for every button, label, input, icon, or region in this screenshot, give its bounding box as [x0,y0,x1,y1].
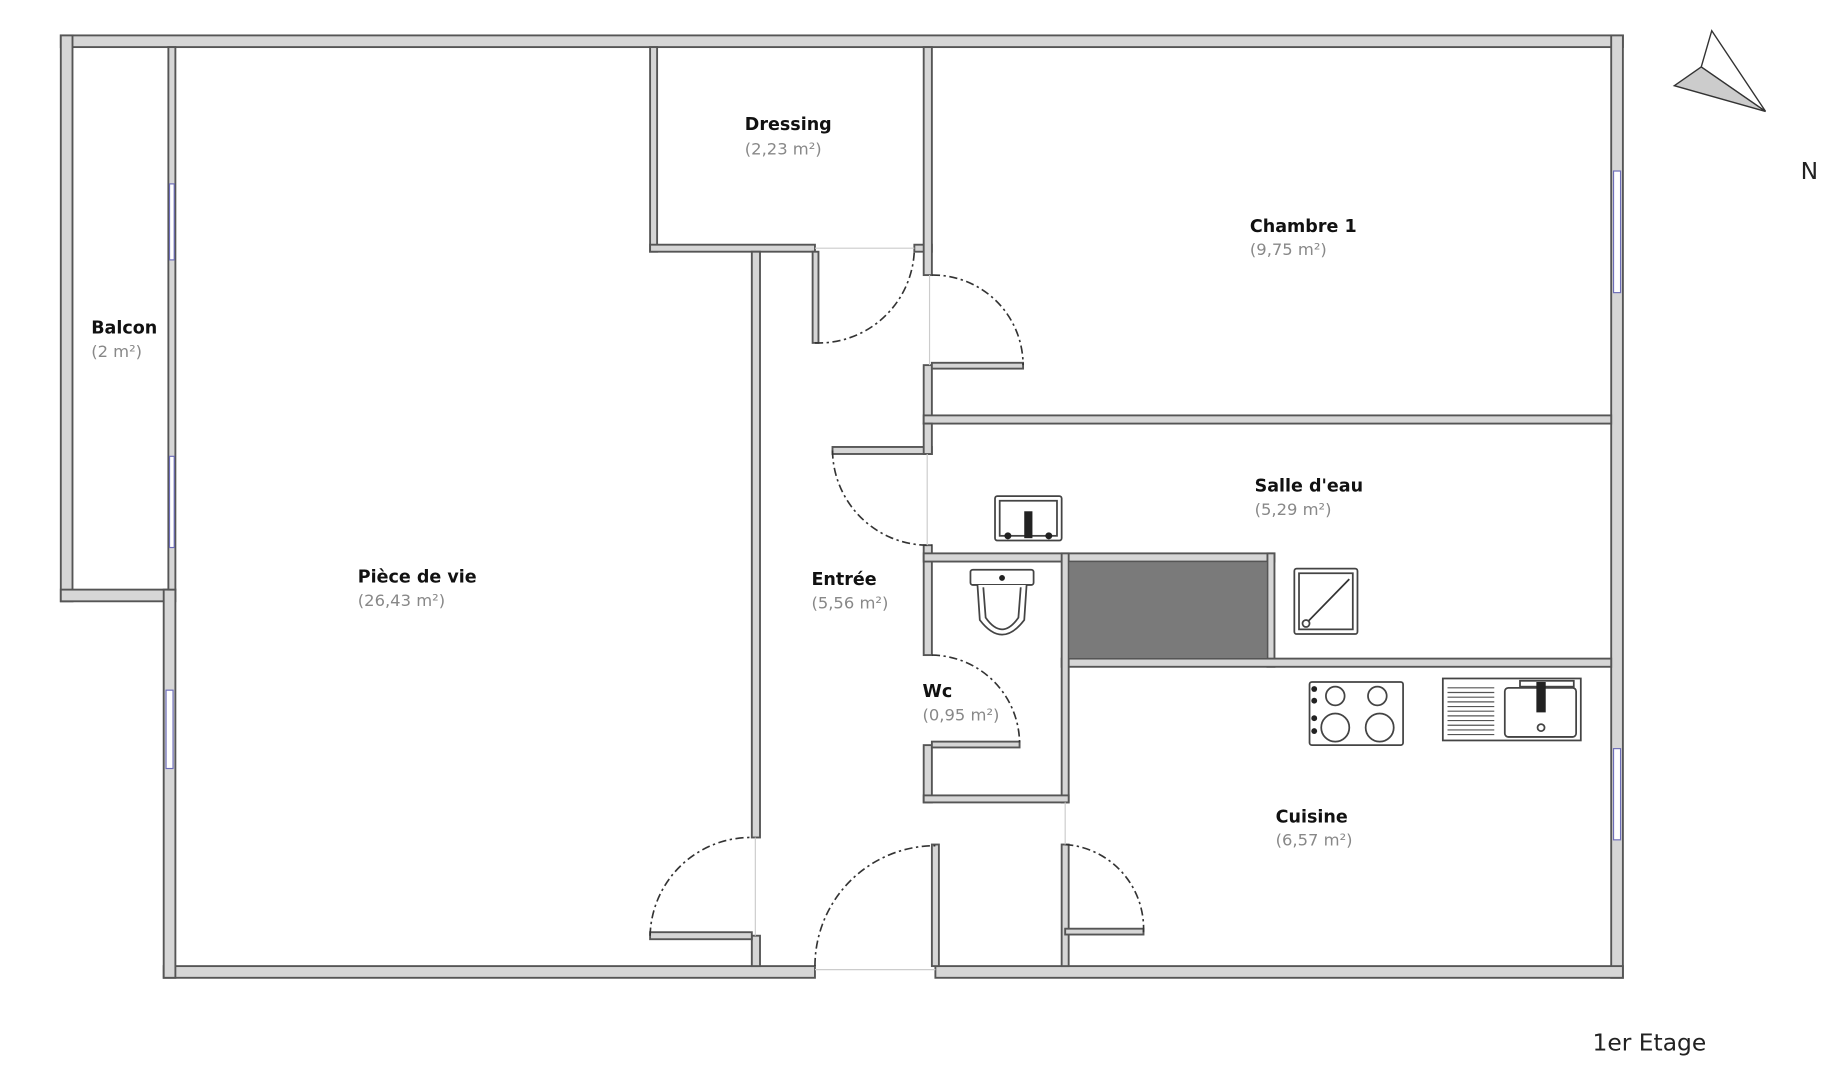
wall-wc-bottom [922,794,1070,804]
wall-balcony-bottom [59,588,177,603]
room-name-cuisine: Cuisine [1276,807,1348,827]
fixtures [969,495,1582,747]
floor-label: 1er Etage [1592,1028,1706,1056]
room-area-chambre1: (9,75 m²) [1250,240,1327,259]
wall-dressing-left [649,46,659,253]
wall-wc-top [922,552,1276,563]
wall-dressing-bottom [649,243,816,253]
counter-block [1068,560,1269,660]
door-arc-cuisine [1065,843,1145,933]
wall-chambre-bottom [922,414,1613,425]
room-area-balcon: (2 m²) [91,342,142,361]
window [165,689,174,770]
wall-counter-right [1266,552,1276,668]
window [168,183,175,261]
door-arc-dressing [814,249,916,344]
wall-balcony-divider [167,46,177,591]
shower-icon [1293,567,1359,635]
wall-bottom-right [934,965,1624,979]
door-leaf-wc [930,740,1021,749]
room-name-chambre1: Chambre 1 [1250,217,1357,237]
door-swings [649,247,1145,971]
compass-icon [1672,29,1767,113]
door-arc-salle-deau [831,450,932,547]
room-name-wc: Wc [923,682,953,702]
door-leaf-salle-deau [831,446,933,455]
wall-left [162,588,177,979]
room-name-salle-deau: Salle d'eau [1255,476,1364,496]
wall-living-entree-stub [750,934,761,968]
compass-label: N [1801,157,1819,185]
windows [165,170,1622,841]
wall-salle-stub [922,422,933,455]
wall-living-entree [750,250,761,839]
door-leaf-dressing [811,250,820,344]
washbasin-icon [994,495,1063,542]
door-arc-front [814,844,936,967]
door-leaf-chambre [930,361,1025,370]
wall-wc-right [1060,552,1070,804]
wall-balcony-outer [59,34,74,603]
room-area-wc: (0,95 m²) [923,706,1000,725]
wall-salle-cuisine [1060,657,1613,668]
room-area-cuisine: (6,57 m²) [1276,831,1353,850]
door-arc-living [649,836,752,936]
cooktop-icon [1308,681,1404,747]
wall-top [59,34,1624,49]
door-arc-chambre [931,274,1024,366]
wall-dressing-right [922,46,933,277]
room-name-dressing: Dressing [745,115,832,135]
room-area-piece-de-vie: (26,43 m²) [358,591,445,610]
window [168,455,175,549]
room-name-piece-de-vie: Pièce de vie [358,568,477,588]
window [1612,170,1622,294]
kitchen-sink-icon [1441,677,1582,742]
room-area-entree: (5,56 m²) [811,593,888,612]
wall-cuisine-left [1060,843,1070,968]
room-name-balcon: Balcon [91,319,157,339]
wall-bottom-left [162,965,816,979]
window [1612,748,1622,841]
room-area-dressing: (2,23 m²) [745,140,822,159]
wall-wc-left-lower [922,744,933,804]
door-arc-wc [931,654,1021,746]
toilet-icon [969,568,1035,636]
room-name-entree: Entrée [811,570,876,590]
door-leaf-front [930,843,940,968]
door-leaf-living [649,931,753,941]
walls [59,34,1624,979]
room-area-salle-deau: (5,29 m²) [1255,500,1332,519]
door-leaf-cuisine [1064,927,1145,936]
room-labels: Balcon (2 m²) Pièce de vie (26,43 m²) Dr… [91,115,1363,850]
